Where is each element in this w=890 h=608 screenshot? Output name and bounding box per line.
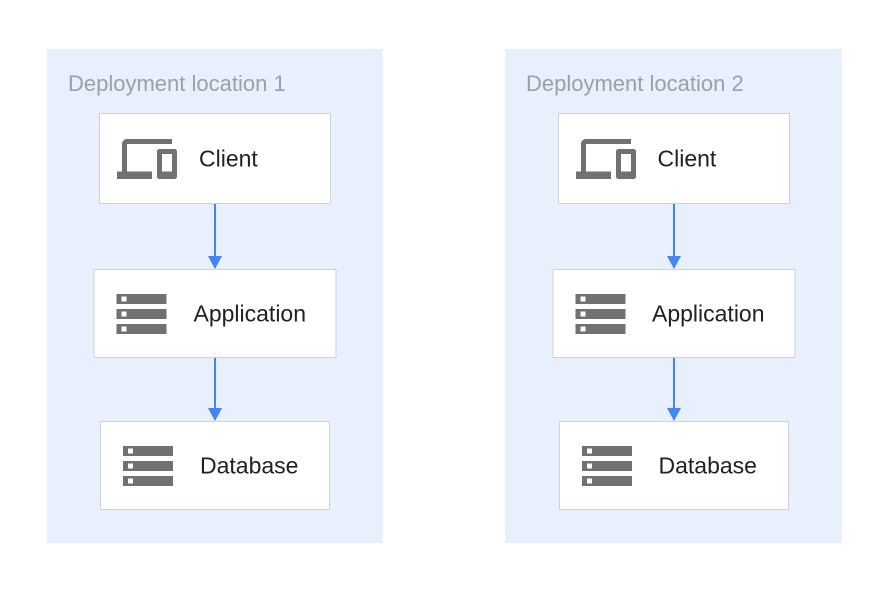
arrow-line: [214, 358, 216, 408]
arrow-line: [672, 358, 675, 408]
node-label: Client: [199, 145, 258, 171]
arrow-line: [672, 204, 675, 256]
arrow-client-to-application: [666, 204, 681, 269]
panel-title: Deployment location 1: [68, 71, 286, 96]
node-label: Application: [652, 300, 765, 326]
arrow-line: [214, 204, 216, 256]
arrow-application-to-database: [666, 358, 681, 421]
client-node: Client: [557, 113, 790, 204]
arrow-head: [666, 256, 681, 269]
application-node: Application: [93, 269, 337, 358]
server-stack-icon: [575, 293, 625, 334]
node-label: Client: [657, 145, 717, 171]
server-stack-icon: [581, 445, 632, 486]
arrow-client-to-application: [208, 204, 222, 269]
deployment-location-2-panel: Deployment location 2 Client Application: [505, 49, 842, 543]
application-node: Application: [552, 269, 795, 358]
server-stack-icon: [116, 293, 167, 334]
arrow-head: [208, 408, 222, 421]
database-node: Database: [558, 421, 789, 510]
devices-icon: [117, 138, 177, 179]
deployment-location-1-panel: Deployment location 1 Client Application: [47, 49, 383, 543]
node-label: Database: [658, 452, 757, 478]
devices-icon: [575, 138, 636, 179]
panel-title: Deployment location 2: [526, 71, 744, 96]
arrow-head: [666, 408, 681, 421]
node-label: Application: [193, 300, 307, 326]
arrow-head: [208, 256, 222, 269]
server-stack-icon: [123, 445, 173, 486]
client-node: Client: [99, 113, 331, 204]
arrow-application-to-database: [208, 358, 222, 421]
database-node: Database: [100, 421, 330, 510]
node-label: Database: [200, 452, 299, 478]
